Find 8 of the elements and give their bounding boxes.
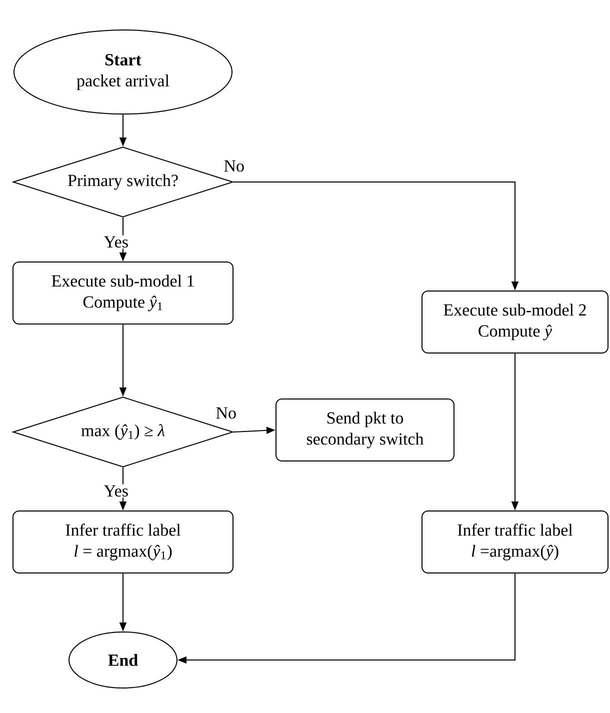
process-box: Send pkt to secondary switch <box>276 398 454 462</box>
process-box: Execute sub-model 1 Compute ŷ$_{1}$ <box>12 262 234 324</box>
process-box: Infer traffic label l = argmax(ŷ$_{1}$) <box>12 510 234 574</box>
edge-label: Yes <box>102 235 130 249</box>
edge-label: No <box>214 406 238 420</box>
process-box: Execute sub-model 2 Compute ŷ <box>422 290 608 354</box>
process-box: Infer traffic label l =argmax(ŷ) <box>422 510 608 574</box>
edge-label: Yes <box>102 484 130 498</box>
